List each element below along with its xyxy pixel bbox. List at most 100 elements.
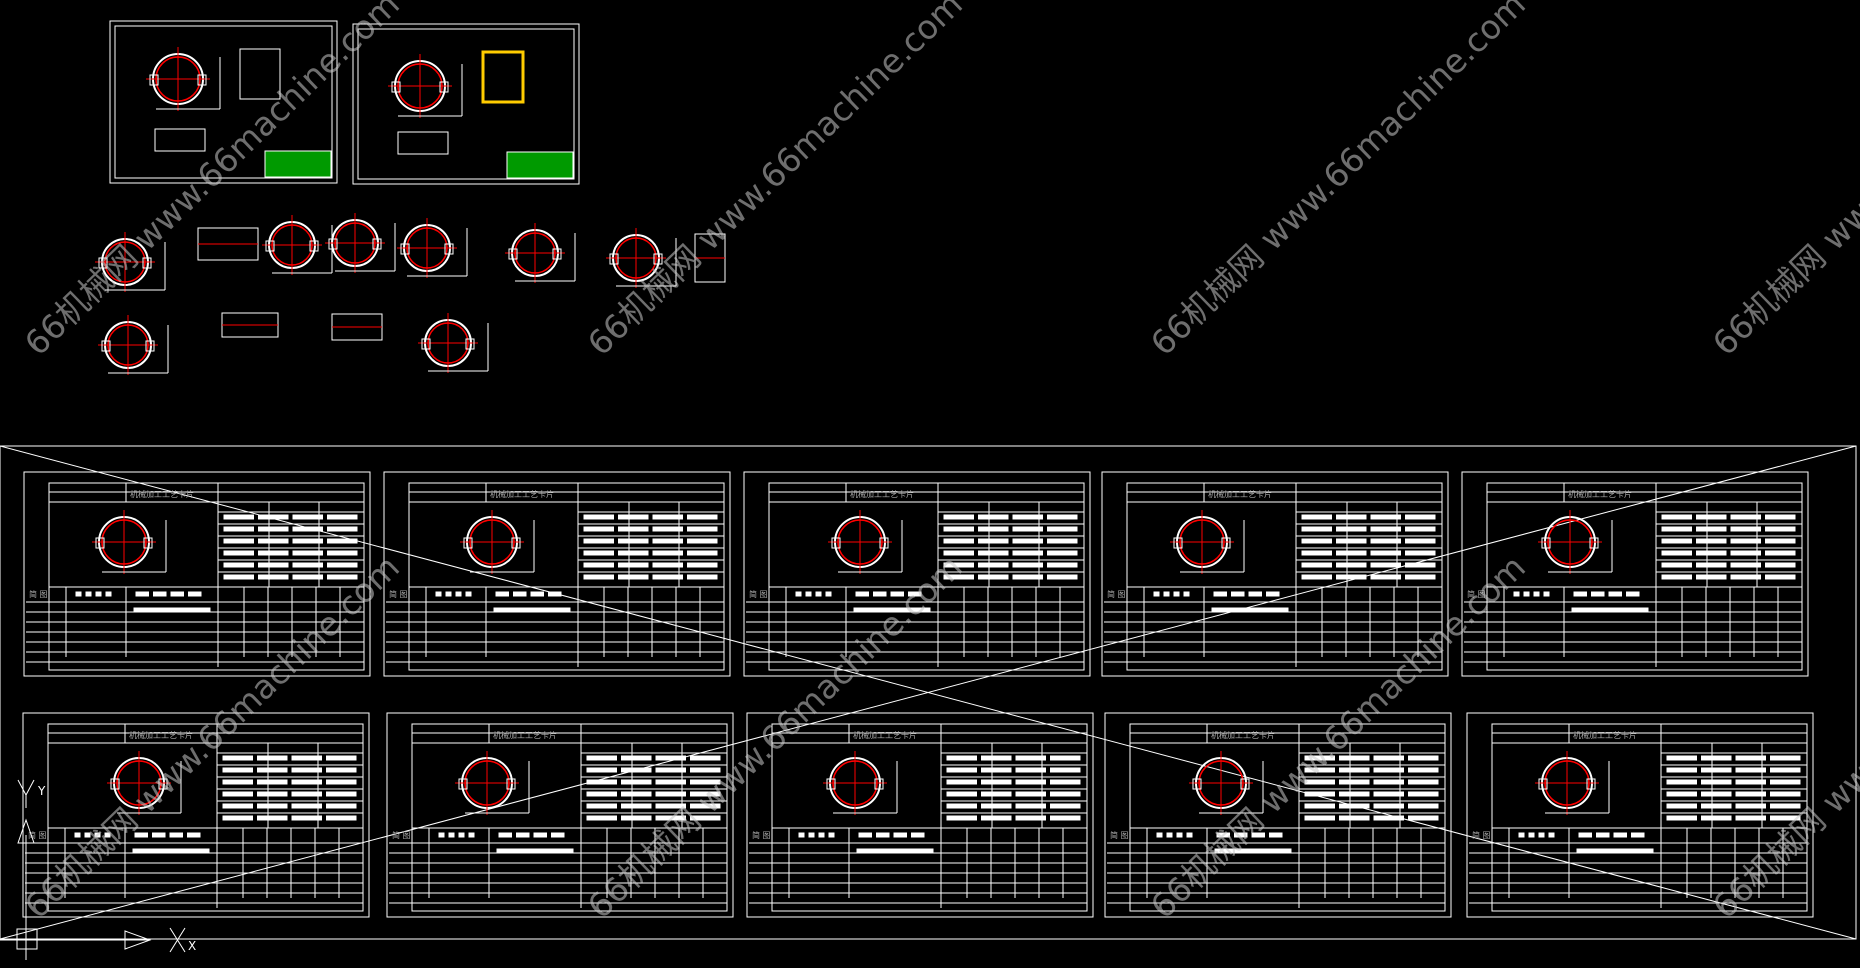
sketch-label: 简 图 [1110, 830, 1129, 840]
lug [149, 74, 159, 86]
text-placeholder [513, 591, 527, 597]
lug [874, 778, 884, 790]
card-sketch [1170, 510, 1245, 574]
text-placeholder [1339, 779, 1370, 785]
text-placeholder [292, 538, 323, 544]
lug [511, 537, 521, 549]
text-placeholder [448, 832, 455, 838]
text-placeholder [1528, 832, 1535, 838]
text-placeholder [687, 526, 718, 532]
text-placeholder [257, 779, 288, 785]
text-placeholder [855, 591, 869, 597]
text-placeholder [583, 526, 614, 532]
text-placeholder [1696, 526, 1727, 532]
text-placeholder [327, 538, 358, 544]
text-placeholder [223, 538, 254, 544]
text-placeholder [978, 514, 1009, 520]
sheet-border [352, 23, 580, 185]
main-view [146, 47, 221, 111]
text-placeholder [1015, 755, 1046, 761]
card-inner-border [1129, 723, 1446, 912]
text-placeholder [1047, 562, 1078, 568]
text-placeholder [1701, 815, 1732, 821]
text-placeholder [1661, 550, 1692, 556]
card-inner-border [1126, 482, 1443, 671]
text-placeholder [458, 832, 465, 838]
text-placeholder [223, 550, 254, 556]
text-placeholder [1408, 779, 1439, 785]
text-placeholder [1339, 767, 1370, 773]
text-placeholder [1735, 755, 1766, 761]
text-placeholder [1050, 803, 1081, 809]
text-placeholder [1269, 832, 1283, 838]
text-placeholder [1405, 562, 1436, 568]
lug [309, 240, 319, 252]
text-placeholder [853, 607, 931, 612]
text-placeholder [690, 779, 721, 785]
text-placeholder [1408, 803, 1439, 809]
text-placeholder [258, 538, 289, 544]
text-placeholder [1301, 574, 1332, 580]
text-placeholder [586, 815, 617, 821]
text-placeholder [798, 832, 805, 838]
text-placeholder [1015, 803, 1046, 809]
part-section-view [694, 233, 726, 283]
text-placeholder [690, 791, 721, 797]
text-placeholder [326, 803, 357, 809]
text-placeholder [856, 848, 934, 853]
line [17, 779, 27, 796]
text-placeholder [258, 514, 289, 520]
text-placeholder [946, 755, 977, 761]
text-placeholder [465, 591, 472, 597]
text-placeholder [1571, 607, 1649, 612]
lug [265, 240, 275, 252]
lug [465, 338, 475, 350]
text-placeholder [1730, 514, 1761, 520]
text-placeholder [104, 832, 111, 838]
text-placeholder [258, 550, 289, 556]
card-title: 机械加工工艺卡片 [1568, 489, 1632, 499]
text-placeholder [1666, 767, 1697, 773]
text-placeholder [493, 607, 571, 612]
text-placeholder [222, 815, 253, 821]
card-inner-border [48, 482, 365, 671]
card-title: 机械加工工艺卡片 [853, 730, 917, 740]
drawing-sheet [109, 20, 338, 184]
text-placeholder [1176, 832, 1183, 838]
text-placeholder [815, 591, 822, 597]
lug [328, 238, 338, 250]
lug [826, 778, 836, 790]
lug [1589, 537, 1599, 549]
text-placeholder [258, 526, 289, 532]
text-placeholder [326, 755, 357, 761]
text-placeholder [1301, 514, 1332, 520]
lug [158, 778, 168, 790]
text-placeholder [1370, 550, 1401, 556]
text-placeholder [222, 755, 253, 761]
text-placeholder [586, 803, 617, 809]
text-placeholder [291, 791, 322, 797]
text-placeholder [1373, 803, 1404, 809]
text-placeholder [818, 832, 825, 838]
text-placeholder [1248, 591, 1262, 597]
text-placeholder [496, 848, 574, 853]
text-placeholder [586, 779, 617, 785]
text-placeholder [1696, 538, 1727, 544]
text-placeholder [583, 562, 614, 568]
sheet-border [109, 20, 338, 184]
ucs-origin-box [16, 928, 38, 950]
text-placeholder [1701, 779, 1732, 785]
part-detail-view [95, 232, 166, 292]
text-placeholder [1015, 779, 1046, 785]
text-placeholder [223, 574, 254, 580]
text-placeholder [825, 591, 832, 597]
text-placeholder [1533, 591, 1540, 597]
text-placeholder [978, 562, 1009, 568]
card-inner-border [768, 482, 1085, 671]
sketch-label: 简 图 [1472, 830, 1491, 840]
text-placeholder [946, 803, 977, 809]
text-placeholder [1336, 574, 1367, 580]
text-placeholder [1696, 574, 1727, 580]
text-placeholder [655, 791, 686, 797]
